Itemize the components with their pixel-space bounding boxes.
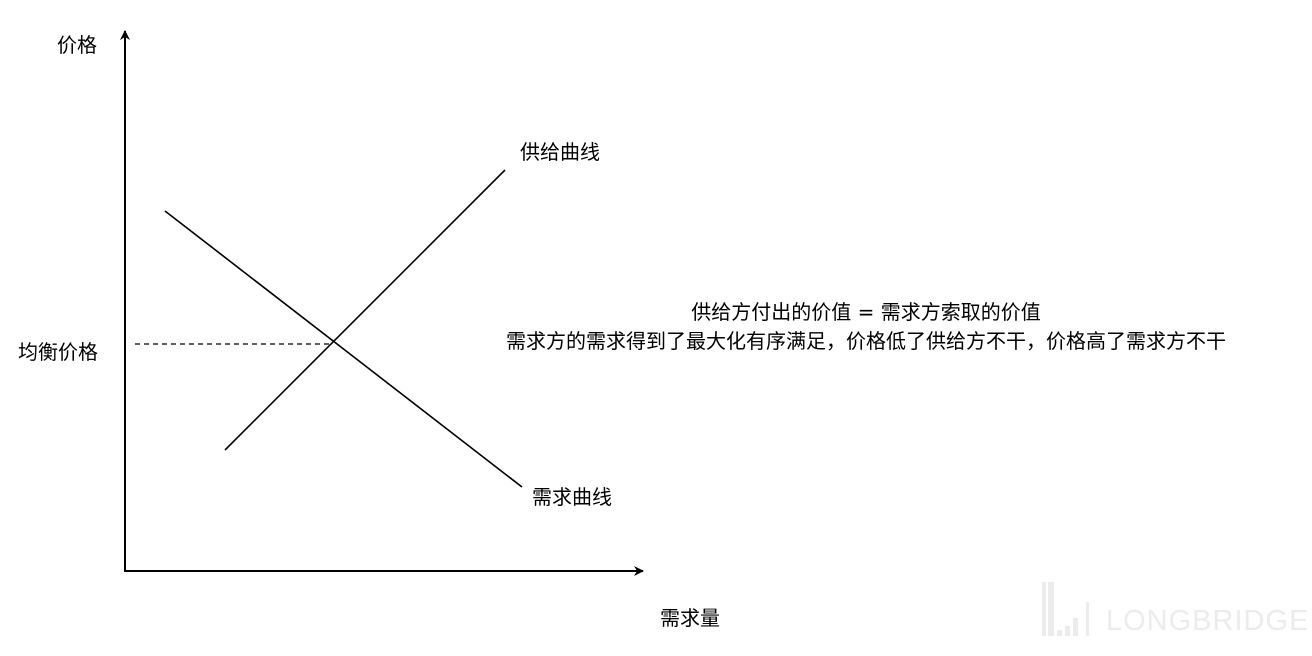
note-line-2: 需求方的需求得到了最大化有序满足，价格低了供给方不干，价格高了需求方不干 [506, 329, 1226, 353]
bar-chart-logo-icon [1042, 582, 1089, 636]
equilibrium-price-label: 均衡价格 [18, 340, 98, 364]
demand-curve-label: 需求曲线 [532, 485, 612, 509]
demand-curve [164, 210, 523, 488]
longbridge-watermark: LONGBRIDGE [1040, 582, 1309, 636]
watermark-text: LONGBRIDGE [1106, 605, 1310, 637]
supply-curve [224, 169, 506, 451]
y-axis-label: 价格 [57, 33, 97, 57]
equilibrium-note: 供给方付出的价值 = 需求方索取的价值 需求方的需求得到了最大化有序满足，价格低… [420, 298, 1312, 356]
note-line-1: 供给方付出的价值 = 需求方索取的价值 [691, 300, 1041, 324]
x-axis-label: 需求量 [660, 606, 720, 630]
supply-curve-label: 供给曲线 [520, 140, 600, 164]
